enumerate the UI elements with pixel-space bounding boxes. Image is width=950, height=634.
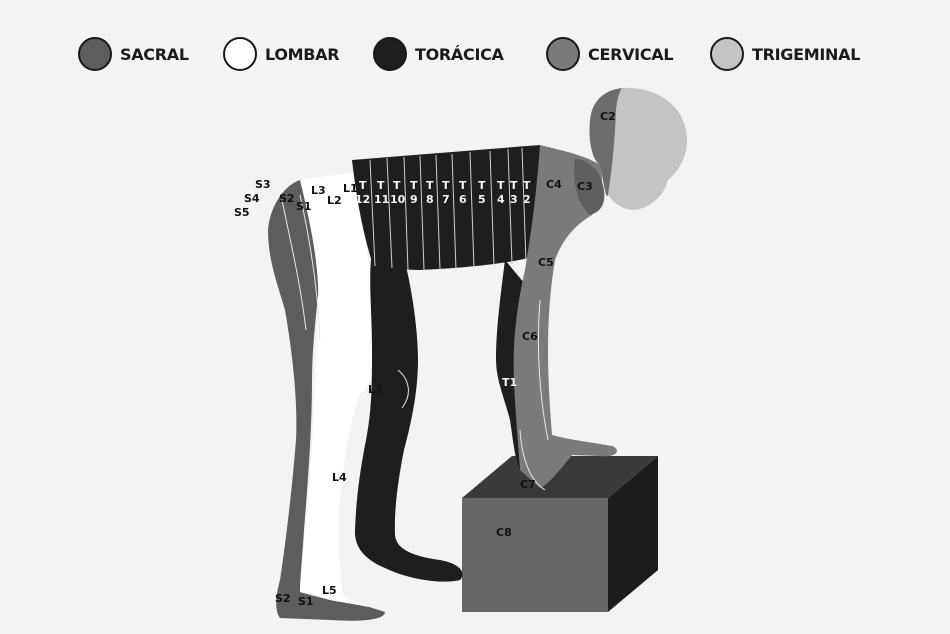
label-s2-foot: S2 <box>275 592 291 605</box>
label-s1: S1 <box>296 200 312 213</box>
label-c4: C4 <box>546 178 562 191</box>
thoracic-label-t10-num: 10 <box>390 193 406 206</box>
legend-item-cervical: CERVICAL <box>547 38 673 70</box>
thoracic-label-t9-top: T <box>410 179 418 192</box>
legend-swatch-sacral <box>79 38 111 70</box>
thoracic-label-t12-num: 12 <box>355 193 370 206</box>
legend-label-trigeminal: TRIGEMINAL <box>752 45 860 64</box>
legend-label-toracica: TORÁCICA <box>415 45 505 64</box>
label-s4: S4 <box>244 192 260 205</box>
trigeminal-face <box>608 88 687 210</box>
thoracic-label-t5-top: T <box>478 179 486 192</box>
thoracic-label-t6-num: 6 <box>459 193 467 206</box>
legend: SACRAL LOMBAR TORÁCICA CERVICAL TRIGEMIN… <box>79 38 860 70</box>
label-c6: C6 <box>522 330 538 343</box>
thoracic-label-t6-top: T <box>459 179 467 192</box>
thoracic-label-t8-num: 8 <box>426 193 434 206</box>
thoracic-label-t8-top: T <box>426 179 434 192</box>
legend-item-trigeminal: TRIGEMINAL <box>711 38 860 70</box>
label-c7: C7 <box>520 478 536 491</box>
box <box>462 456 658 612</box>
thoracic-label-t9-num: 9 <box>410 193 418 206</box>
legend-label-lombar: LOMBAR <box>265 45 339 64</box>
label-t1: T1 <box>502 376 517 389</box>
thoracic-label-t4-top: T <box>497 179 505 192</box>
label-c2: C2 <box>600 110 616 123</box>
thoracic-front-leg <box>355 250 463 582</box>
thoracic-label-t7-top: T <box>442 179 450 192</box>
thoracic-label-t3-top: T <box>510 179 518 192</box>
legend-item-lombar: LOMBAR <box>224 38 339 70</box>
label-c3: C3 <box>577 180 593 193</box>
legend-item-toracica: TORÁCICA <box>374 38 505 70</box>
label-c8: C8 <box>496 526 512 539</box>
thoracic-label-t10-top: T <box>393 179 401 192</box>
thoracic-label-t7-num: 7 <box>442 193 450 206</box>
thoracic-label-t2-num: 2 <box>523 193 531 206</box>
thoracic-label-t11-top: T <box>377 179 385 192</box>
legend-label-cervical: CERVICAL <box>588 45 673 64</box>
legend-swatch-toracica <box>374 38 406 70</box>
label-s5: S5 <box>234 206 250 219</box>
thoracic-label-t4-num: 4 <box>497 193 505 206</box>
label-l5: L5 <box>322 584 337 597</box>
label-l2: L2 <box>327 194 342 207</box>
box-front <box>462 498 608 612</box>
thoracic-label-t3-num: 3 <box>510 193 518 206</box>
legend-swatch-trigeminal <box>711 38 743 70</box>
legend-swatch-lombar <box>224 38 256 70</box>
legend-swatch-cervical <box>547 38 579 70</box>
thoracic-torso <box>352 145 543 270</box>
legend-item-sacral: SACRAL <box>79 38 189 70</box>
thoracic-label-t5-num: 5 <box>478 193 486 206</box>
thoracic-label-t11-num: 11 <box>374 193 389 206</box>
label-c5: C5 <box>538 256 554 269</box>
label-l3: L3 <box>311 184 326 197</box>
label-l3-leg: L3 <box>368 383 383 396</box>
thoracic-label-t2-top: T <box>523 179 531 192</box>
label-s3: S3 <box>255 178 271 191</box>
label-s1-foot: S1 <box>298 595 314 608</box>
thoracic-label-t12-top: T <box>359 179 367 192</box>
legend-label-sacral: SACRAL <box>120 45 189 64</box>
label-l4: L4 <box>332 471 347 484</box>
label-s2: S2 <box>279 192 295 205</box>
